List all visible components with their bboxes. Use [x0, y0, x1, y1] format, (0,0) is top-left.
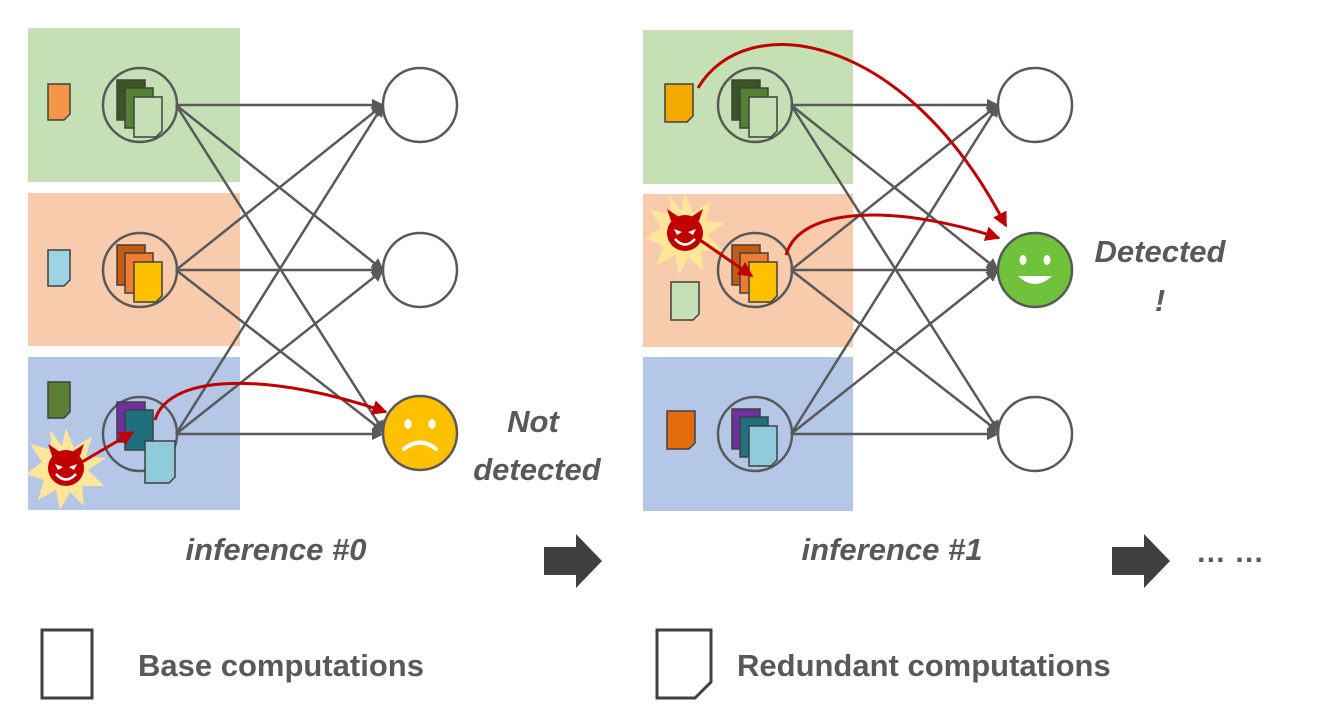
neuron-icon [716, 231, 794, 309]
document-stack-blue [731, 408, 778, 467]
neuron-icon [101, 66, 179, 144]
document-stack-orange [116, 244, 163, 303]
document-stack-green [731, 79, 778, 138]
neuron-icon [716, 395, 794, 473]
legend-redundant-label: Redundant computations [737, 648, 1111, 683]
output-neuron-icon [381, 231, 459, 309]
result-text-line-2: detected [473, 452, 602, 487]
edge [790, 104, 999, 271]
document-icon [47, 83, 71, 121]
panel-caption: inference #0 [186, 532, 367, 567]
output-neuron-icon [381, 66, 459, 144]
output-neuron-icon [996, 66, 1074, 144]
panel-inference-0: Not detected inference #0 [26, 28, 602, 567]
output-neuron-icon [996, 395, 1074, 473]
result-text-line-1: Detected [1095, 234, 1227, 269]
panel-inference-1: Detected ! inference #1 [643, 30, 1227, 567]
result-text-line-1: Not [507, 404, 560, 439]
attack-arrow [699, 238, 754, 278]
attack-arrow [784, 213, 1001, 256]
edge [175, 269, 384, 435]
ellipsis: … … [1196, 536, 1264, 569]
happy-face-icon [996, 231, 1074, 309]
arrow-right-icon [1112, 534, 1170, 588]
neuron-icon [101, 395, 179, 473]
document-icon [670, 281, 700, 321]
devil-icon [26, 428, 106, 510]
neuron-icon [716, 66, 794, 144]
sad-face-icon [381, 394, 459, 472]
document-icon [47, 381, 71, 419]
edges [174, 98, 386, 441]
document-stack-green [116, 79, 163, 138]
neuron-icon [101, 231, 179, 309]
arrow-right-icon [544, 534, 602, 588]
legend-base-label: Base computations [138, 648, 424, 683]
base-computation-symbol [40, 628, 94, 700]
document-icon [664, 83, 694, 123]
result-text-line-2: ! [1155, 283, 1165, 318]
edge [175, 104, 384, 271]
document-icon [47, 249, 71, 287]
edges [789, 98, 1001, 441]
devil-icon [645, 193, 725, 275]
document-icon [666, 410, 696, 450]
redundant-computation-symbol [655, 628, 713, 700]
attack-arrow [81, 430, 135, 464]
edge [790, 269, 999, 435]
detection-arrow [696, 43, 1008, 228]
attack-arrow [153, 381, 388, 421]
panel-caption: inference #1 [802, 532, 983, 567]
legend: Base computations Redundant computations [40, 628, 1111, 700]
edge [174, 103, 385, 435]
